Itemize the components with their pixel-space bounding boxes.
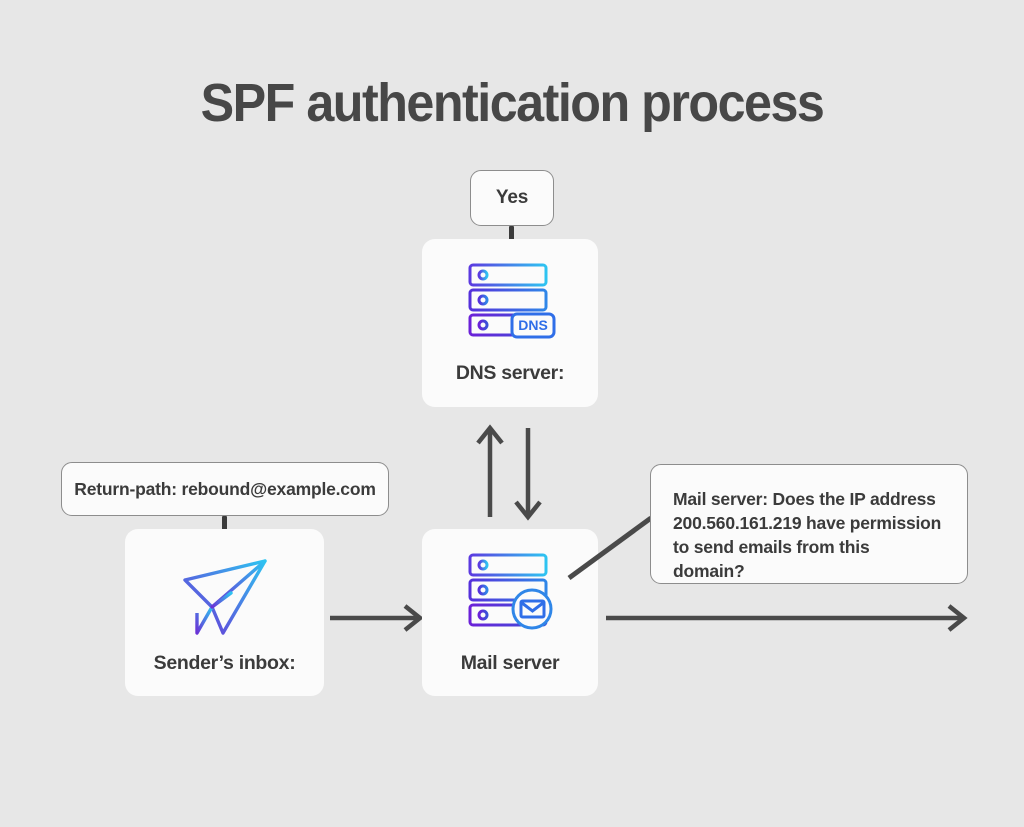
mail-server-label: Mail server: [460, 652, 560, 674]
yes-box-label: Yes: [495, 187, 529, 208]
dns-server-label: DNS server:: [455, 362, 565, 384]
sender-inbox-card: Sender’s inbox:: [125, 529, 324, 696]
return-path-box: Return-path: rebound@example.com: [61, 462, 389, 516]
dns-to-mail-arrow-down: [514, 428, 542, 521]
yes-box: Yes: [470, 170, 554, 226]
dns-server-rack-icon-svg: DNS: [468, 263, 556, 339]
mail-server-card: Mail server: [422, 529, 598, 696]
mail-to-dns-arrow-up: [476, 424, 504, 517]
mail-outbound-arrow: [606, 604, 968, 632]
dns-server-rack-icon: DNS: [422, 261, 598, 341]
page-title: SPF authentication process: [200, 73, 825, 133]
dns-badge-text: DNS: [518, 317, 548, 333]
question-box-label: Mail server: Does the IP address 200.560…: [673, 489, 942, 581]
paper-plane-icon-svg: [182, 559, 267, 635]
question-box: Mail server: Does the IP address 200.560…: [650, 464, 968, 584]
sender-to-mail-arrow: [330, 604, 424, 632]
paper-plane-icon: [125, 555, 324, 641]
mail-server-rack-icon-svg: [468, 553, 553, 630]
mail-server-rack-icon: [422, 551, 598, 631]
sender-inbox-label: Sender’s inbox:: [153, 652, 296, 674]
envelope-badge-icon: [511, 588, 553, 630]
dns-server-card: DNS DNS server:: [422, 239, 598, 407]
mail-dns-exchange-arrows: [476, 424, 542, 521]
return-path-label: Return-path: rebound@example.com: [74, 478, 376, 499]
